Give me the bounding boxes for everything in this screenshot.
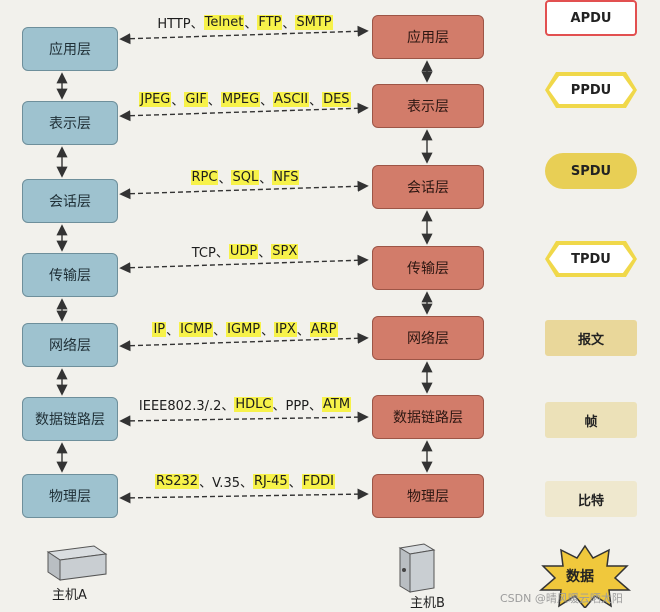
protocol-token: 、 xyxy=(296,323,310,339)
peer-arrow-2 xyxy=(119,102,369,122)
pdu-label-3: SPDU xyxy=(545,153,637,189)
protocol-token: IGMP xyxy=(226,321,262,337)
protocol-token: 、 xyxy=(260,93,274,109)
pdu-label-text: PPDU xyxy=(549,76,633,104)
protocol-token: RS232 xyxy=(154,473,200,489)
protocol-token: NFS xyxy=(272,169,300,185)
host-a-layer-2: 表示层 xyxy=(22,101,118,145)
host-b-layer-6: 数据链路层 xyxy=(372,395,484,439)
protocol-token: 、 xyxy=(258,245,272,261)
host-b-layer-5: 网络层 xyxy=(372,316,484,360)
peer-arrow-3 xyxy=(119,180,369,200)
protocol-token: TCP、 xyxy=(191,245,229,261)
protocol-token: ICMP xyxy=(179,321,214,337)
protocol-row-6: IEEE802.3/.2、HDLC、PPP、ATM xyxy=(120,393,370,415)
peer-arrow-6 xyxy=(119,411,369,427)
pdu-label-2: PPDU xyxy=(545,72,637,108)
host-b-layer-3: 会话层 xyxy=(372,165,484,209)
peer-arrow-5 xyxy=(119,332,369,352)
pdu-label-5: 报文 xyxy=(545,320,637,356)
protocol-token: FTP xyxy=(257,14,283,30)
protocol-token: ARP xyxy=(309,321,338,337)
protocol-row-5: IP、ICMP、IGMP、IPX、ARP xyxy=(120,318,370,340)
protocol-token: SQL xyxy=(231,169,260,185)
protocol-token: ASCII xyxy=(273,91,310,107)
host-a-layer-1: 应用层 xyxy=(22,27,118,71)
host-a-layer-3: 会话层 xyxy=(22,179,118,223)
protocol-token: MPEG xyxy=(220,91,261,107)
host-a-layer-4: 传输层 xyxy=(22,253,118,297)
protocol-token: GIF xyxy=(184,91,208,107)
pdu-label-7: 比特 xyxy=(545,481,637,517)
protocol-token: DES xyxy=(322,91,351,107)
protocol-token: 、 xyxy=(288,475,302,491)
peer-arrow-7 xyxy=(119,488,369,504)
protocol-row-3: RPC、SQL、NFS xyxy=(120,166,370,188)
protocol-token: 、 xyxy=(171,93,185,109)
protocol-row-4: TCP、UDP、SPX xyxy=(120,240,370,262)
protocol-token: HDLC xyxy=(234,396,273,412)
host-a-layer-5: 网络层 xyxy=(22,323,118,367)
protocol-token: 、 xyxy=(213,323,227,339)
protocol-token: 、PPP、 xyxy=(272,398,323,414)
protocol-token: 、 xyxy=(259,171,273,187)
peer-arrow-1 xyxy=(119,25,369,45)
protocol-row-1: HTTP、Telnet、FTP、SMTP xyxy=(120,11,370,33)
host-b-label: 主机B xyxy=(410,596,445,611)
protocol-token: IP xyxy=(152,321,167,337)
data-unit-badge-label: 数据 xyxy=(566,569,594,585)
protocol-token: 、 xyxy=(261,323,275,339)
host-a-layer-6: 数据链路层 xyxy=(22,397,118,441)
protocol-token: RPC xyxy=(190,169,219,185)
protocol-token: 、 xyxy=(244,16,258,32)
host-b-layer-1: 应用层 xyxy=(372,15,484,59)
protocol-token: UDP xyxy=(228,243,259,259)
host-b-layer-4: 传输层 xyxy=(372,246,484,290)
host-b-computer-icon xyxy=(398,543,436,593)
protocol-token: HTTP、 xyxy=(157,16,204,32)
host-a-computer-icon xyxy=(46,545,108,581)
protocol-token: 、 xyxy=(166,323,180,339)
pdu-label-4: TPDU xyxy=(545,241,637,277)
host-b-layer-2: 表示层 xyxy=(372,84,484,128)
watermark: CSDN @晴风暖云晒太阳 xyxy=(500,592,623,605)
protocol-token: FDDI xyxy=(301,473,335,489)
protocol-token: ATM xyxy=(322,396,352,412)
pdu-label-1: APDU xyxy=(545,0,637,36)
protocol-token: SMTP xyxy=(295,14,333,30)
protocol-token: IEEE802.3/.2、 xyxy=(138,398,235,414)
protocol-token: JPEG xyxy=(139,91,172,107)
protocol-row-2: JPEG、GIF、MPEG、ASCII、DES xyxy=(120,88,370,110)
data-unit-starburst-icon xyxy=(538,544,632,608)
host-a-layer-7: 物理层 xyxy=(22,474,118,518)
protocol-row-7: RS232、V.35、RJ-45、FDDI xyxy=(120,470,370,492)
pdu-label-text: TPDU xyxy=(549,245,633,273)
protocol-token: 、V.35、 xyxy=(199,475,253,491)
peer-arrow-4 xyxy=(119,254,369,274)
protocol-token: SPX xyxy=(271,243,299,259)
protocol-token: 、 xyxy=(309,93,323,109)
host-b-layer-7: 物理层 xyxy=(372,474,484,518)
protocol-token: 、 xyxy=(282,16,296,32)
protocol-token: 、 xyxy=(218,171,232,187)
protocol-token: 、 xyxy=(207,93,221,109)
protocol-token: IPX xyxy=(274,321,297,337)
pdu-label-6: 帧 xyxy=(545,402,637,438)
host-a-label: 主机A xyxy=(52,588,87,603)
protocol-token: Telnet xyxy=(203,14,245,30)
protocol-token: RJ-45 xyxy=(253,473,289,489)
